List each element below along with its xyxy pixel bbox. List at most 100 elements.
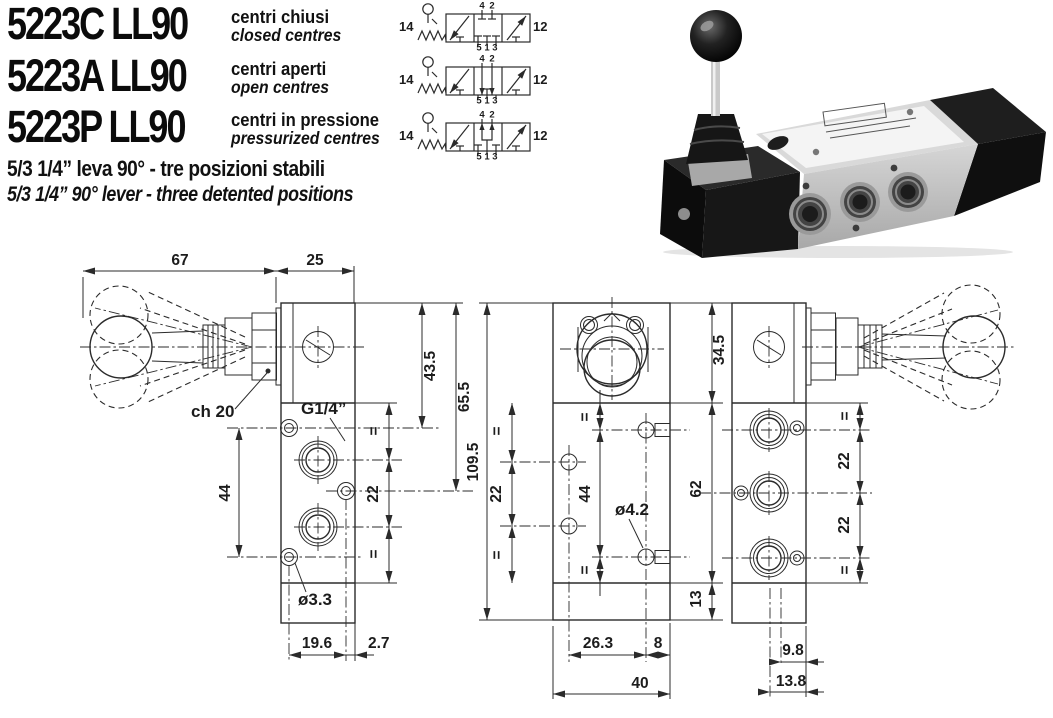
dim-13: 13 [688, 590, 705, 608]
screw-icon [812, 148, 820, 156]
pilot-12-label: 12 [533, 128, 547, 143]
label-print-lines [822, 102, 917, 139]
product-code-3: 5223P LL90 [7, 101, 186, 152]
product-photo [660, 10, 1046, 258]
desc-italian: centri in pressione [231, 109, 380, 130]
valve-front-face [798, 144, 978, 249]
lever-ball-icon [422, 3, 434, 15]
ports-513-label: 5 1 3 [476, 152, 497, 161]
desc-english: open centres [231, 77, 330, 97]
dim-65-5: 65.5 [456, 382, 473, 413]
valve-right-cap-top [930, 88, 1046, 144]
lever-ball-icon [422, 56, 434, 68]
dim-25: 25 [306, 252, 324, 269]
dim-22: 22 [365, 485, 382, 502]
subtitle-italian: 5/3 1/4” leva 90° - tre posizioni stabil… [7, 156, 325, 181]
lever-mount [202, 312, 277, 381]
product-code-2: 5223A LL90 [7, 50, 188, 101]
ball-highlight [700, 20, 714, 32]
port-2-label: 2 [489, 1, 494, 12]
lever-top-view [560, 297, 664, 400]
dim-109-5: 109.5 [465, 442, 482, 481]
valve-port [888, 172, 928, 212]
pilot-14-label: 14 [399, 19, 414, 34]
hole-dia-label: ø4.2 [615, 500, 649, 519]
lever-bellows [686, 114, 748, 164]
pilot-14-label: 14 [399, 128, 414, 143]
pilot-14-label: 14 [399, 72, 414, 87]
dim-equal: = [489, 550, 506, 559]
dim-22: 22 [488, 485, 505, 502]
desc-italian: centri aperti [231, 58, 327, 79]
dim-44: 44 [217, 484, 234, 502]
hole-dia-label: ø3.3 [298, 590, 332, 609]
valve-symbol-pressurized-centres: 14 4 2 5 1 3 12 [399, 110, 547, 161]
product-desc-1: centri chiusi closed centres [231, 6, 342, 45]
dim-equal: = [366, 426, 383, 435]
desc-english: closed centres [231, 25, 342, 45]
valve-port [840, 182, 880, 222]
dim-equal: = [837, 411, 854, 420]
valve-label [762, 106, 964, 168]
dim-40: 40 [631, 675, 648, 692]
spring-icon [417, 29, 447, 42]
desc-english: pressurized centres [231, 128, 380, 148]
dim-44: 44 [577, 485, 594, 503]
dim-equal: = [577, 412, 594, 421]
port-2-label: 2 [489, 54, 494, 65]
lever-ball-icon [422, 112, 434, 124]
pilot-12-label: 12 [533, 72, 547, 87]
dim-26-3: 26.3 [583, 635, 614, 652]
subtitle-english: 5/3 1/4” 90° lever - three detented posi… [7, 183, 354, 206]
screw-icon [906, 108, 914, 116]
lever-mount [810, 312, 883, 381]
desc-italian: centri chiusi [231, 6, 330, 27]
brand-logo-icon [767, 136, 789, 150]
spring-icon [417, 138, 447, 151]
dim-8: 8 [654, 635, 663, 652]
mount-hole [802, 182, 810, 190]
stem-highlight [713, 56, 716, 116]
port-4-label: 4 [479, 54, 485, 65]
product-desc-3: centri in pressione pressurized centres [231, 109, 380, 148]
valve-symbol-open-centres: 14 4 2 5 1 3 12 [399, 54, 547, 104]
side-view-right-drawing: = 22 22 = 9.8 13.8 [700, 284, 1014, 697]
dim-34-5: 34.5 [711, 335, 728, 366]
dim-43-5: 43.5 [422, 351, 439, 382]
dim-equal: = [489, 426, 506, 435]
dim-22: 22 [836, 452, 853, 469]
valve-port [789, 193, 831, 235]
dim-13-8: 13.8 [776, 673, 807, 690]
port-holes [280, 419, 355, 566]
dim-equal: = [366, 549, 383, 558]
valve-right-cap-front [954, 132, 1046, 216]
thread-size-label: G1/4” [301, 399, 346, 418]
mount-hole [890, 164, 898, 172]
dim-equal: = [837, 565, 854, 574]
dim-62: 62 [688, 480, 705, 497]
port-4-label: 4 [479, 110, 485, 121]
dim-2-7: 2.7 [368, 635, 390, 652]
dim-22: 22 [836, 516, 853, 533]
top-view-drawing: ø4.2 109.5 = 22 = = 44 = 34.5 [465, 297, 732, 699]
lever-ball [690, 10, 742, 62]
product-desc-2: centri aperti open centres [231, 58, 330, 97]
dim-equal: = [577, 565, 594, 574]
port-4-label: 4 [479, 1, 485, 12]
dim-19-6: 19.6 [302, 635, 333, 652]
technical-drawings: ch 20 G1/4” ø3.3 [80, 252, 1014, 699]
dim-67: 67 [171, 252, 188, 269]
spring-icon [417, 82, 447, 95]
dim-9-8: 9.8 [782, 642, 804, 659]
valve-symbol-closed-centres: 14 4 2 5 1 3 12 [399, 1, 547, 51]
pilot-12-label: 12 [533, 19, 547, 34]
bellows-ridges [689, 125, 745, 145]
product-code-1: 5223C LL90 [7, 0, 189, 49]
lever-positions [89, 285, 253, 409]
screw-icon [678, 208, 690, 220]
port-2-label: 2 [489, 110, 494, 121]
mount-hole [852, 224, 860, 232]
valve-left-block-front [702, 172, 800, 258]
hex-size-label: ch 20 [191, 402, 234, 421]
